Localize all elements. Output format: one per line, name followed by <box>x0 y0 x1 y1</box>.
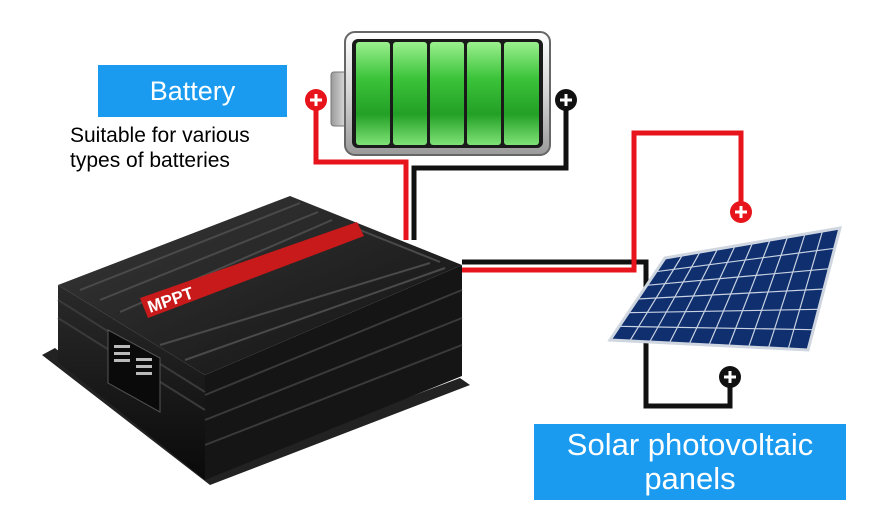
solar-negative-wire <box>462 259 733 409</box>
battery-positive-terminal-icon <box>305 89 327 111</box>
solar-panels-label: Solar photovoltaic panels <box>534 424 846 500</box>
solar-panel <box>607 226 843 352</box>
solar-positive-wire <box>462 130 744 273</box>
battery <box>330 31 551 156</box>
battery-negative-wire <box>411 100 569 240</box>
mppt-controller: MPPT <box>42 196 470 485</box>
battery-description-line-1: Suitable for various <box>70 124 250 147</box>
battery-negative-terminal-icon <box>555 89 577 111</box>
solar-label-line-1: Solar photovoltaic <box>566 427 814 462</box>
solar-negative-terminal-icon <box>719 366 741 388</box>
battery-description: Suitable for various types of batteries <box>70 123 310 173</box>
battery-label: Battery <box>98 65 287 117</box>
solar-positive-terminal-icon <box>730 201 752 223</box>
battery-description-line-2: types of batteries <box>70 149 230 172</box>
battery-charge-cells <box>356 42 539 145</box>
battery-positive-wire <box>313 100 409 240</box>
solar-label-line-2: panels <box>644 461 736 496</box>
wires <box>313 100 744 409</box>
